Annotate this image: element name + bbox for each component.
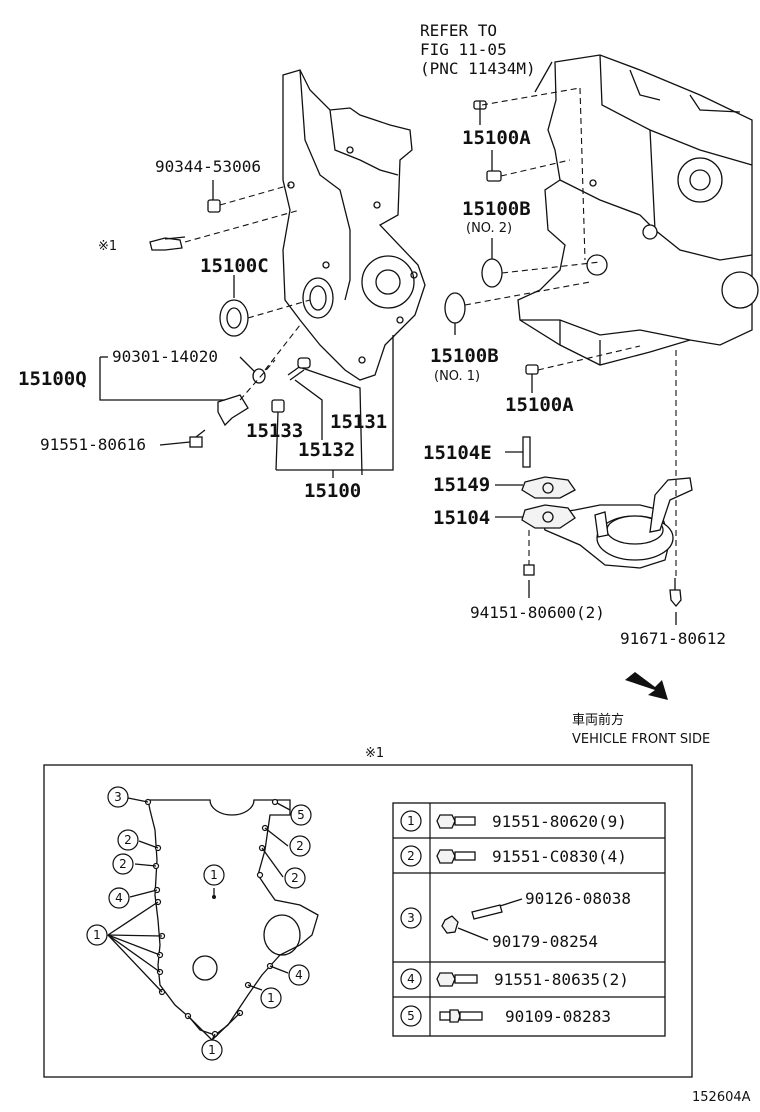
part-91671-80612: 91671-80612: [620, 629, 726, 648]
detail-box: [43, 764, 693, 1078]
part-94151-80600: 94151-80600(2): [470, 603, 605, 622]
callout-2-d: 2: [284, 867, 306, 889]
engine-block-drawing: [517, 54, 759, 366]
part-15104E: 15104E: [423, 442, 492, 464]
part-15100C: 15100C: [200, 255, 269, 277]
part-15132: 15132: [298, 439, 355, 461]
callout-1-a: 1: [203, 864, 225, 886]
callout-1-d: 1: [201, 1039, 223, 1061]
part-90301-14020: 90301-14020: [112, 347, 218, 366]
ref-1-marker: ※1: [98, 239, 117, 254]
part-15100: 15100: [304, 480, 361, 502]
bolt-legend-table: 1 91551-80620(9) 2 91551-C0830(4) 3: [392, 802, 666, 1037]
svg-text:4: 4: [115, 891, 123, 905]
legend-row-1: 1 91551-80620(9): [400, 810, 627, 832]
part-15100Q: 15100Q: [18, 368, 87, 390]
timing-cover-drawing: [282, 69, 426, 381]
fig-ref-label: FIG 11-05: [420, 40, 507, 59]
svg-text:2: 2: [124, 833, 132, 847]
legend-num-3: 3: [407, 911, 415, 925]
part-15100B-top: 15100B: [462, 198, 531, 220]
stud-bolt-icon: [471, 904, 503, 920]
legend-row-3: 3 90126-08038 90179-08254: [400, 889, 631, 951]
small-parts-drawing: [149, 100, 682, 608]
legend-row-4: 4 91551-80635(2): [400, 968, 629, 990]
part-15100A-bottom: 15100A: [505, 394, 574, 416]
legend-part-3b: 90179-08254: [492, 932, 598, 951]
callout-4-a: 4: [108, 887, 130, 909]
nut-icon: [441, 915, 459, 934]
vehicle-front-jp-label: 車両前方: [572, 712, 624, 728]
legend-part-4: 91551-80635(2): [494, 970, 629, 989]
legend-num-2: 2: [407, 849, 415, 863]
legend-row-5: 5 90109-08283: [400, 1005, 611, 1027]
part-15100B-mid: 15100B: [430, 345, 499, 367]
part-15149: 15149: [433, 474, 490, 496]
detail-cover-outline: [144, 798, 319, 1038]
callout-2-c: 2: [289, 835, 311, 857]
legend-num-4: 4: [407, 972, 415, 986]
vehicle-front-en-label: VEHICLE FRONT SIDE: [572, 732, 710, 747]
no1-label: (NO. 1): [434, 369, 480, 384]
stud-bolt-icon: [439, 1009, 483, 1023]
legend-part-2: 91551-C0830(4): [492, 847, 627, 866]
callout-2-a: 2: [117, 829, 139, 851]
refer-to-label: REFER TO: [420, 21, 497, 40]
legend-part-5: 90109-08283: [505, 1007, 611, 1026]
bolt-icon: [436, 814, 476, 829]
bolt-icon: [436, 972, 478, 987]
callout-1-c: 1: [260, 987, 282, 1009]
svg-text:2: 2: [296, 839, 304, 853]
svg-text:4: 4: [295, 968, 303, 982]
legend-part-1: 91551-80620(9): [492, 812, 627, 831]
callout-5: 5: [290, 804, 312, 826]
callout-3: 3: [107, 786, 129, 808]
svg-text:1: 1: [210, 868, 218, 882]
oil-strainer-drawing: [521, 436, 693, 569]
callout-4-b: 4: [288, 964, 310, 986]
svg-text:1: 1: [93, 928, 101, 942]
svg-text:1: 1: [267, 991, 275, 1005]
part-90344-53006: 90344-53006: [155, 157, 261, 176]
part-15131: 15131: [330, 411, 387, 433]
no2-label: (NO. 2): [466, 221, 512, 236]
pnc-ref-label: (PNC 11434M): [420, 59, 536, 78]
callout-2-b: 2: [112, 853, 134, 875]
legend-row-2: 2 91551-C0830(4): [400, 845, 627, 867]
detail-callout-lines: [107, 797, 291, 1041]
svg-text:1: 1: [208, 1043, 216, 1057]
bolt-icon: [436, 849, 476, 864]
callout-1-b: 1: [86, 924, 108, 946]
leader-lines: [99, 61, 677, 625]
part-91551-80616: 91551-80616: [40, 435, 146, 454]
part-15100A-top: 15100A: [462, 127, 531, 149]
figure-number: 152604A: [692, 1090, 751, 1105]
svg-text:2: 2: [291, 871, 299, 885]
legend-num-5: 5: [407, 1009, 415, 1023]
assembly-lines: [184, 87, 677, 580]
part-15133: 15133: [246, 420, 303, 442]
svg-text:2: 2: [119, 857, 127, 871]
svg-text:3: 3: [114, 790, 122, 804]
detail-ref-marker: ※1: [365, 746, 384, 761]
front-arrow-icon: [625, 672, 668, 700]
legend-part-3a: 90126-08038: [525, 889, 631, 908]
legend-num-1: 1: [407, 814, 415, 828]
svg-text:5: 5: [297, 808, 305, 822]
part-15104: 15104: [433, 507, 490, 529]
